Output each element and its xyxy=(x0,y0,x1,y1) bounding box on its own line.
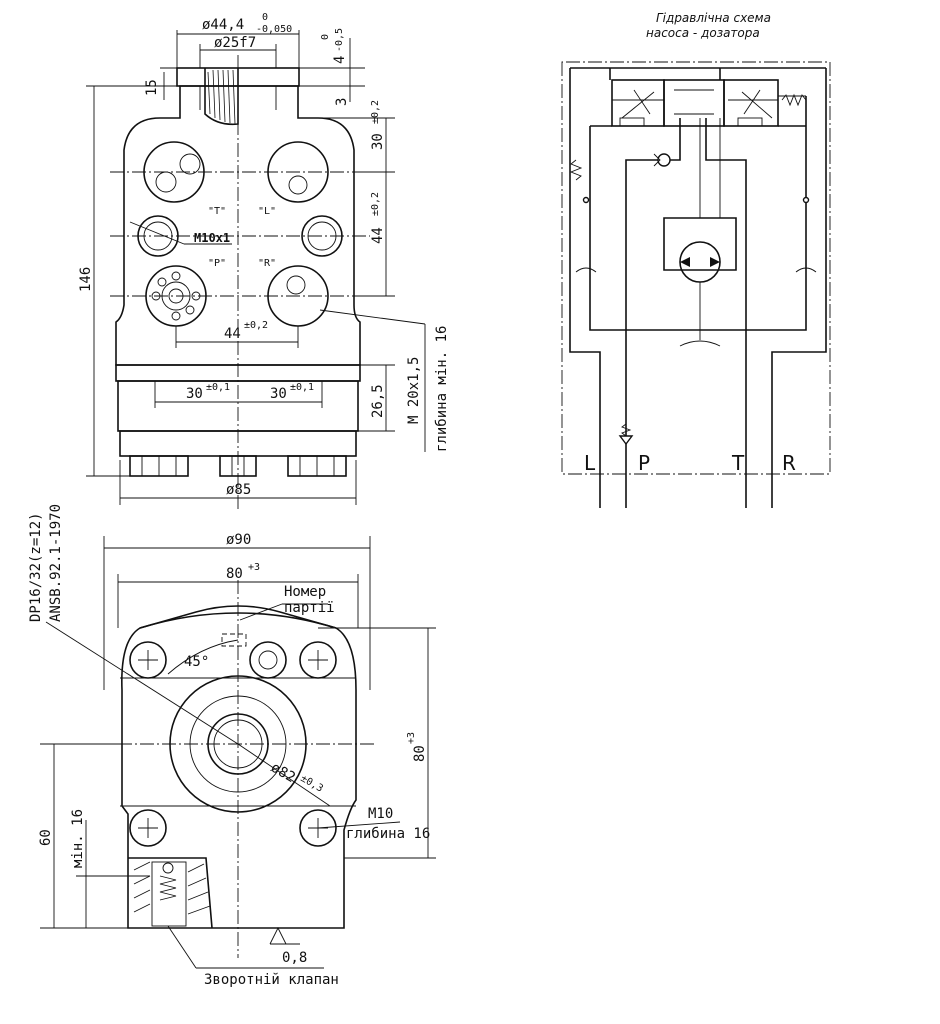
dim-80-vert-label: 80 xyxy=(412,745,428,762)
batch-line2: партії xyxy=(284,600,335,616)
top-dimensions xyxy=(86,30,426,505)
thread-m20-label: M 20x1,5 xyxy=(406,357,422,424)
dim-4-tol-upper: 0 xyxy=(320,34,331,40)
dim-30-right-tol: ±0,1 xyxy=(290,382,314,393)
schema-port-p: P xyxy=(638,451,650,475)
schema-port-r: R xyxy=(782,451,796,475)
depth-16-label: глибина мін. 16 xyxy=(434,326,450,452)
schema-title-line2: насоса - дозатора xyxy=(646,26,760,40)
depth-16-label: глибина 16 xyxy=(346,826,430,842)
schema-port-l: L xyxy=(584,451,596,475)
dia-44-4-label: ø44,4 xyxy=(202,17,244,33)
dim-80-horiz-tol: +3 xyxy=(248,562,260,573)
thread-m10-label: M10 xyxy=(368,806,393,822)
spline xyxy=(207,713,269,775)
dim-4-label: 4 xyxy=(332,56,348,64)
dim-44-horiz-label: 44 xyxy=(224,326,241,342)
batch-line1: Номер xyxy=(284,584,326,600)
thread-m10x1-label: M10x1 xyxy=(194,231,230,245)
dia-90-label: ø90 xyxy=(226,532,251,548)
bolt-heads xyxy=(129,455,347,477)
dia-82-tol: ±0,3 xyxy=(299,773,325,795)
schema-title-line1: Гідравлічна схема xyxy=(656,11,771,25)
dim-80-vert-tol: +3 xyxy=(406,732,417,744)
dim-30-left-tol: ±0,1 xyxy=(206,382,230,393)
dim-3-label: 3 xyxy=(334,98,350,106)
port-l-label: "L" xyxy=(258,206,276,217)
dia-85-label: ø85 xyxy=(226,482,251,498)
dim-146-label: 146 xyxy=(78,267,94,292)
roughness-label: 0,8 xyxy=(282,950,307,966)
port-t-label: "T" xyxy=(208,206,226,217)
top-view: ø44,4 0 -0,050 ø25f7 0 -0,5 4 15 3 30 ±0… xyxy=(78,12,450,510)
hydraulic-schema: Гідравлічна схема насоса - дозатора xyxy=(561,11,831,508)
dim-44-vert-label: 44 xyxy=(370,227,386,244)
dia-44-4-tol-upper: 0 xyxy=(262,12,268,23)
dim-30-vert-label: 30 xyxy=(370,133,386,150)
dia-25f7-label: ø25f7 xyxy=(214,35,256,51)
port-holes xyxy=(137,141,343,327)
dim-26-5-label: 26,5 xyxy=(370,384,386,418)
port-r-label: "R" xyxy=(258,258,276,269)
dim-4-tol-lower: -0,5 xyxy=(334,28,345,52)
dim-30-vert-tol: ±0,2 xyxy=(370,100,381,124)
port-p-label: "P" xyxy=(208,258,226,269)
dim-15-label: 15 xyxy=(144,79,160,96)
bottom-view: ø90 80 +3 DP16/32(z=12) ANSB.92.1-1970 Н… xyxy=(28,504,436,988)
dia-44-4-tol-lower: -0,050 xyxy=(256,24,292,35)
min-16-label: мін. 16 xyxy=(70,809,86,868)
schema-port-t: T xyxy=(731,451,745,475)
dim-30-right-label: 30 xyxy=(270,386,287,402)
check-valve-section xyxy=(128,857,213,929)
spline-line1: DP16/32(z=12) xyxy=(28,512,44,622)
spline-line2: ANSB.92.1-1970 xyxy=(48,504,64,622)
dim-30-left-label: 30 xyxy=(186,386,203,402)
check-valve-label: Зворотній клапан xyxy=(204,972,339,988)
dim-60-label: 60 xyxy=(38,829,54,846)
angle-45-label: 45° xyxy=(184,654,209,670)
dim-80-horiz-label: 80 xyxy=(226,566,243,582)
dim-44-vert-tol: ±0,2 xyxy=(370,192,381,216)
shaft-section xyxy=(199,68,277,126)
dim-44-horiz-tol: ±0,2 xyxy=(244,320,268,331)
